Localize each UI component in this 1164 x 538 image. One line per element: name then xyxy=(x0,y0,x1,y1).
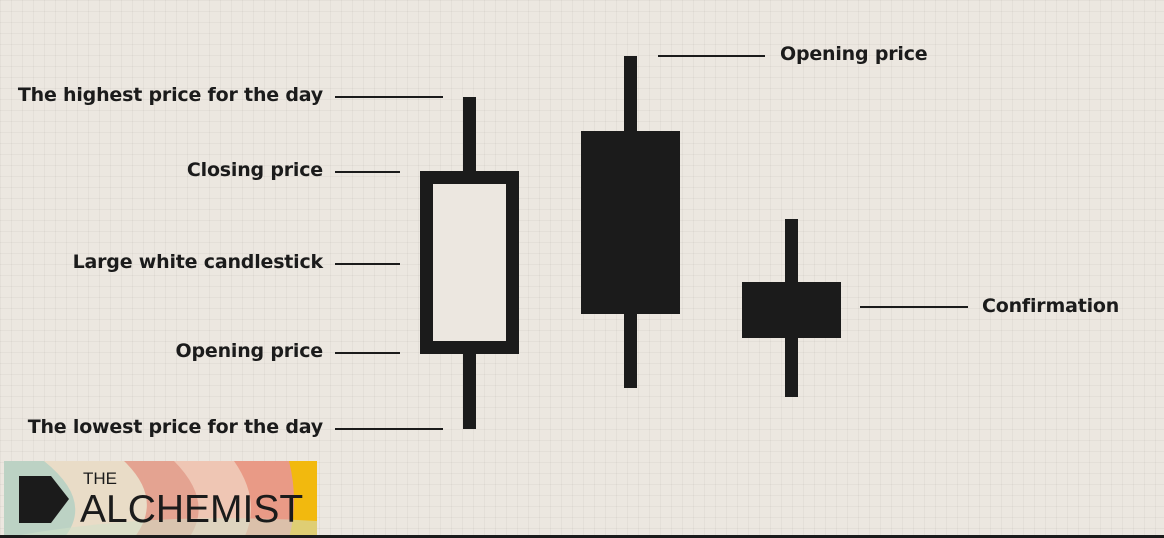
leader-line-closing xyxy=(335,171,400,173)
leader-line-large-white xyxy=(335,263,400,265)
candle-1-lower-wick xyxy=(463,352,476,429)
logo-mark-icon xyxy=(19,476,69,523)
logo-name: ALCHEMIST xyxy=(80,488,304,531)
label-opening-price-left: Opening price xyxy=(175,340,324,362)
leader-line-lowest xyxy=(335,428,443,430)
the-alchemist-logo: THE ALCHEMIST xyxy=(4,461,317,538)
leader-line-confirmation xyxy=(860,306,968,308)
candle-3-confirmation-body xyxy=(742,282,841,338)
label-large-white-candlestick: Large white candlestick xyxy=(72,251,324,273)
leader-line-opening-right xyxy=(658,55,765,57)
label-confirmation: Confirmation xyxy=(982,295,1120,317)
label-closing-price: Closing price xyxy=(186,159,323,181)
leader-line-highest xyxy=(335,96,443,98)
logo-background-art xyxy=(4,461,317,538)
label-lowest-price: The lowest price for the day xyxy=(27,416,323,438)
leader-line-opening-left xyxy=(335,352,400,354)
candle-1-white-body xyxy=(420,171,519,354)
candle-1-upper-wick xyxy=(463,97,476,175)
logo-prefix: THE xyxy=(83,469,117,488)
label-highest-price: The highest price for the day xyxy=(17,84,323,106)
bottom-border xyxy=(0,535,1164,538)
candle-2-black-body xyxy=(581,131,680,314)
label-opening-price-right: Opening price xyxy=(780,43,928,65)
